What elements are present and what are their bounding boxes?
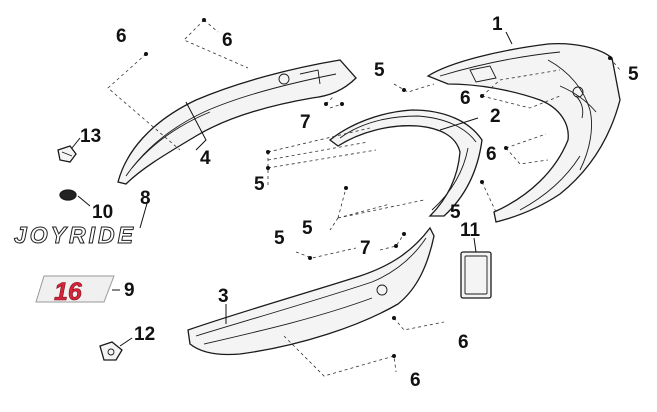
callout-5-center: 5 xyxy=(450,202,461,223)
callout-5-top: 5 xyxy=(374,60,385,81)
part-11-label xyxy=(460,251,492,299)
callout-8: 8 xyxy=(140,188,151,209)
callout-6-right-upper: 6 xyxy=(460,88,471,109)
part-8-joyride-logo: JOYRIDE xyxy=(14,222,136,249)
callout-7-lower: 7 xyxy=(360,238,371,259)
joyride-logo-text: JOYRIDE xyxy=(14,222,136,248)
callout-13: 13 xyxy=(80,126,101,147)
callout-1: 1 xyxy=(492,14,503,35)
part-1-tail-cover xyxy=(426,42,621,223)
callout-6-right-middle: 6 xyxy=(486,144,497,165)
clip-icon xyxy=(57,145,77,163)
callout-2: 2 xyxy=(490,106,501,127)
callout-5-middle: 5 xyxy=(302,218,313,239)
callout-4: 4 xyxy=(200,148,211,169)
callout-6-top: 6 xyxy=(222,30,233,51)
part-9-badge: 16 xyxy=(35,275,115,306)
badge-text: 16 xyxy=(54,278,83,306)
callout-11: 11 xyxy=(460,220,481,241)
part-4-side-rail xyxy=(117,59,357,185)
callout-7-upper: 7 xyxy=(300,112,311,133)
leader-lines xyxy=(71,19,621,377)
fastener-dots xyxy=(144,18,612,358)
callout-9: 9 xyxy=(124,280,135,301)
callout-3: 3 xyxy=(218,286,229,307)
callout-numbers: 1 2 3 4 5 5 5 5 5 5 6 6 6 6 6 6 7 7 8 9 … xyxy=(80,14,639,391)
bolt-icon xyxy=(99,341,123,361)
callout-5-lower: 5 xyxy=(274,228,285,249)
nut-icon xyxy=(59,189,77,201)
callout-6-top-left: 6 xyxy=(116,26,127,47)
callout-6-bottom-right: 6 xyxy=(458,332,469,353)
callout-6-bottom: 6 xyxy=(410,370,421,391)
part-2-seat-rail xyxy=(328,109,483,217)
callout-12: 12 xyxy=(134,324,155,345)
callout-10: 10 xyxy=(92,202,113,223)
part-3-lower-rail xyxy=(187,226,435,356)
callout-5-right: 5 xyxy=(628,64,639,85)
callout-5-left: 5 xyxy=(254,174,265,195)
